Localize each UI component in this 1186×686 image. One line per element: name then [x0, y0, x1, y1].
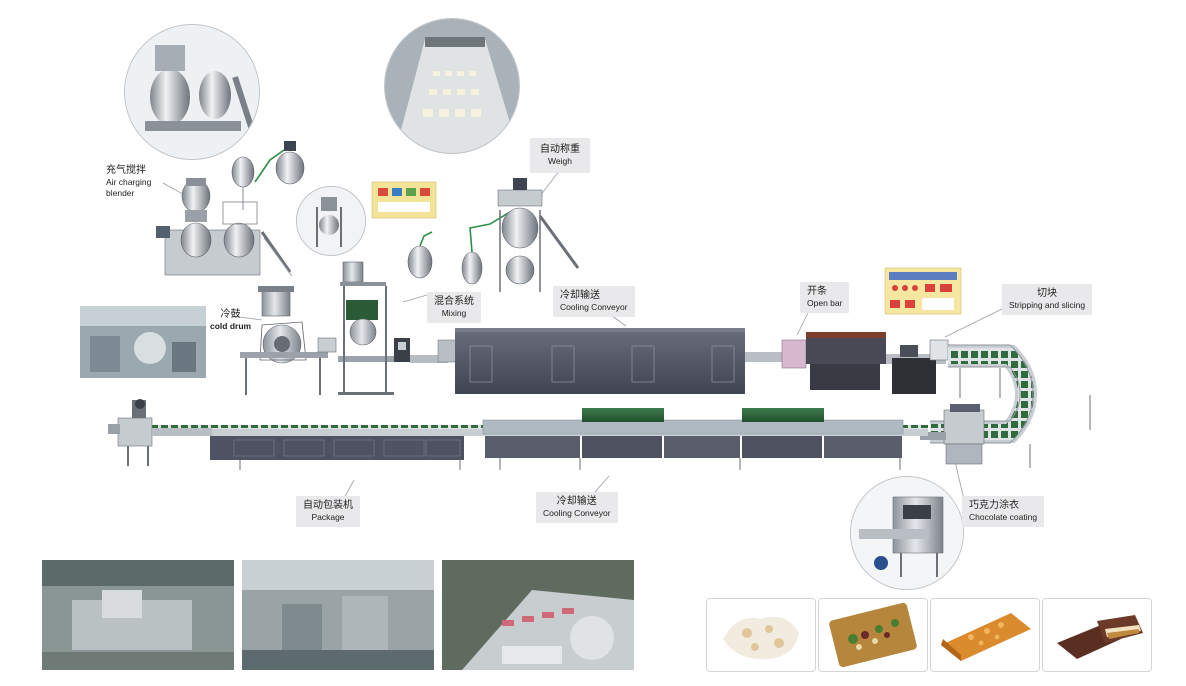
mixing-tower: [338, 261, 448, 395]
factory-photo-3: [442, 560, 634, 670]
callout-mixing: 混合系统 Mixing: [427, 292, 481, 323]
factory-photo-2: [242, 560, 434, 670]
label-cold-drum: 冷鼓 cold drum: [210, 309, 252, 331]
inset-photo-conveyor: [384, 18, 520, 154]
product-chocolate-bar: [1042, 598, 1152, 672]
factory-photo-1: [42, 560, 234, 670]
cold-drum-machine: [240, 286, 337, 395]
product-grain-bar: [818, 598, 928, 672]
callout-weigh: 自动称重 Weigh: [530, 138, 590, 173]
air-blender-machine: [156, 141, 305, 277]
callout-stripping: 切块 Stripping and slicing: [1002, 284, 1093, 315]
inset-photo-coating-machine: [850, 476, 964, 590]
callout-chocolate: 巧克力涂衣 Chocolate coating: [962, 496, 1045, 527]
bottom-cooling-conveyor: [128, 408, 928, 470]
hmi-panel-right: [884, 267, 962, 315]
callout-open-bar: 开条 Open bar: [800, 282, 850, 313]
package-machine: [108, 399, 212, 466]
hmi-panel-left: [371, 181, 437, 219]
top-cooling-tunnel: [437, 328, 785, 394]
callout-package: 自动包装机 Package: [296, 496, 360, 527]
callout-cooling-bottom: 冷却输送 Cooling Conveyor: [536, 492, 618, 523]
product-nougat: [706, 598, 816, 672]
weigh-machine: [407, 178, 580, 292]
curved-conveyor: [930, 344, 1091, 468]
label-air-blender: 充气搅拌 Air charging blender: [106, 165, 152, 198]
callout-cooling-top: 冷却输送 Cooling Conveyor: [553, 286, 635, 317]
inset-photo-mixer: [296, 186, 366, 256]
open-bar-machine: [781, 332, 949, 394]
coating-unit: [920, 404, 985, 465]
product-crispy-bar: [930, 598, 1040, 672]
inset-photo-blender-tanks: [124, 24, 260, 160]
factory-photo-cold-drum: [80, 306, 206, 378]
